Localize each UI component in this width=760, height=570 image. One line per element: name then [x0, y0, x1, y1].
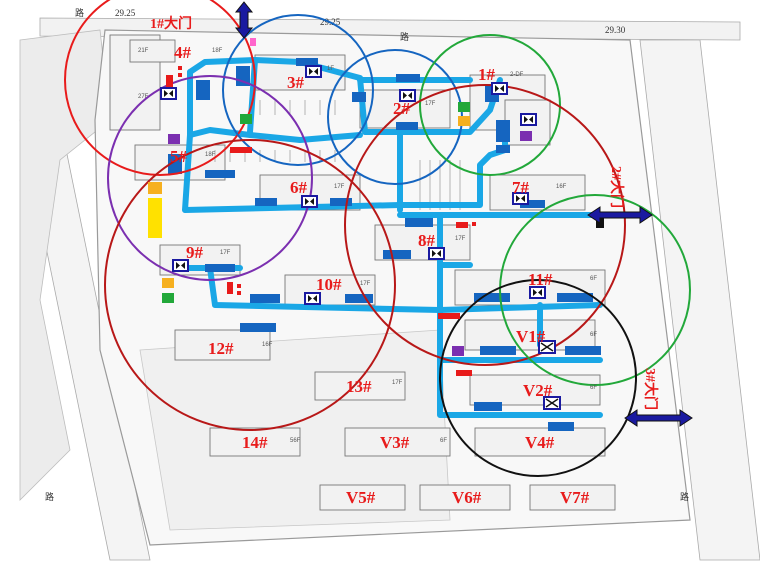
valve-icon: [160, 87, 177, 100]
valve-icons: [160, 65, 561, 410]
building-label-v5: V5#: [346, 488, 376, 507]
building-label-v3: V3#: [380, 433, 410, 452]
markers: [148, 38, 604, 376]
floor-tag-13: 17F: [392, 380, 403, 386]
valve-icon: [399, 89, 416, 102]
building-label-9: 9#: [186, 243, 204, 262]
floor-tag-11: 6F: [590, 276, 597, 282]
building-label-4: 4#: [174, 43, 192, 62]
hydrant-box-icon: [538, 340, 556, 354]
valve-icon: [172, 259, 189, 272]
building-label-v6: V6#: [452, 488, 482, 507]
floor-tag-4: 18F: [212, 48, 223, 54]
circle-v2: [439, 279, 637, 477]
green-area: [19, 29, 111, 501]
valve-icon: [512, 192, 529, 205]
floor-tag-7: 16F: [556, 184, 567, 190]
floor-tag-3: 1F: [327, 66, 334, 72]
pipe-blocks: [168, 58, 601, 431]
circle-3: [222, 14, 374, 166]
southeast-gate-label: 3#大门: [642, 368, 659, 410]
building-label-14: 14#: [242, 433, 268, 452]
valve-icon: [529, 286, 546, 299]
floor-tag-2: 17F: [425, 101, 436, 107]
floor-tag-8: 17F: [455, 236, 466, 242]
floor-tag-v1: 6F: [590, 332, 597, 338]
building-label-v1: V1#: [516, 327, 546, 346]
building-label-8: 8#: [418, 231, 436, 250]
valve-icon: [304, 292, 321, 305]
valve-icon: [491, 82, 508, 95]
building-label-13: 13#: [346, 377, 372, 396]
floor-tag-14: 56F: [290, 438, 301, 444]
circle-1: [419, 34, 561, 176]
floor-tag-v3: 6F: [440, 438, 447, 444]
gate-arrows: [234, 1, 693, 427]
floor-tag-27f: 27F: [138, 94, 149, 100]
pipe-south-loop: [437, 307, 603, 418]
road-label-1: 路: [75, 7, 84, 18]
circle-4: [64, 0, 256, 176]
right-road: [639, 39, 760, 561]
road-label-4: 路: [680, 491, 689, 502]
building-label-v2: V2#: [523, 381, 553, 400]
circle-11: [499, 194, 691, 386]
road-label-2: 路: [400, 31, 409, 42]
elevation-3: 29.30: [605, 25, 626, 35]
elevation-1: 29.25: [115, 8, 136, 18]
hydrant-box-icon: [543, 396, 561, 410]
circle-8: [344, 84, 626, 366]
pipe-west-row6: [182, 132, 403, 213]
building-label-3: 3#: [287, 73, 305, 92]
floor-tag-5: 18F: [205, 152, 216, 158]
valve-icon: [301, 195, 318, 208]
road-label-3: 路: [45, 491, 54, 502]
north-gate-label: 1#大门: [150, 15, 192, 32]
floor-tag-9: 17F: [220, 250, 231, 256]
building-label-6: 6#: [290, 178, 308, 197]
east-gate-label: 2#大门: [608, 166, 625, 208]
building-label-2: 2#: [393, 99, 411, 118]
pipe-north-lower: [187, 69, 363, 143]
circle-5: [107, 75, 313, 281]
valve-icon: [520, 113, 537, 126]
circle-9: [104, 139, 396, 431]
pipe-row10: [207, 265, 603, 313]
southeast-gate-arrow: [624, 409, 693, 427]
north-gate-arrow: [234, 1, 254, 39]
east-gate-arrow: [587, 206, 653, 224]
building-label-5: 5#: [170, 147, 188, 166]
building-label-7: 7#: [512, 178, 530, 197]
floor-tag-21f: 21F: [138, 48, 149, 54]
building-label-v7: V7#: [560, 488, 590, 507]
building-label-10: 10#: [316, 275, 342, 294]
building-label-1: 1#: [478, 65, 496, 84]
building-label-v4: V4#: [525, 433, 555, 452]
valve-icon: [305, 65, 322, 78]
floor-tag-10: 17F: [360, 281, 371, 287]
building-label-12: 12#: [208, 339, 234, 358]
floor-tag-v2: 6F: [590, 385, 597, 391]
floor-tag-6: 17F: [334, 184, 345, 190]
building-label-11: 11#: [528, 270, 553, 289]
floor-tag-12: 16F: [262, 342, 273, 348]
floor-tag-1: 2-DF: [510, 72, 524, 78]
valve-icon: [428, 247, 445, 260]
